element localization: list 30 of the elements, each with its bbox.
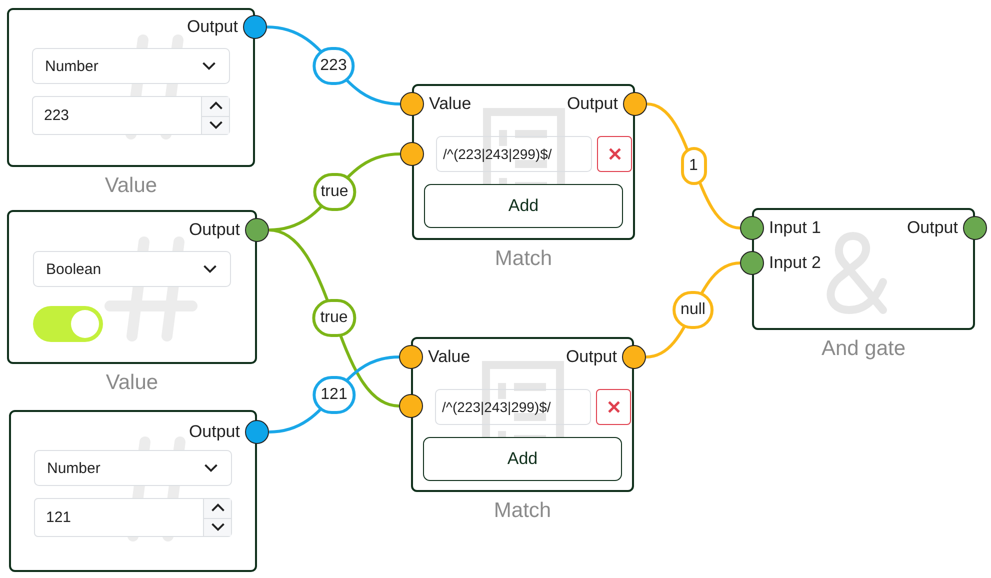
dropdown-select: Number <box>32 48 230 84</box>
add-button: Add <box>424 184 623 228</box>
node-caption: Value <box>104 174 158 198</box>
port-label: Value <box>428 347 470 367</box>
port-label: Output <box>906 218 958 238</box>
edge-label: 1 <box>680 147 706 185</box>
port-label: Value <box>429 94 472 114</box>
edge-label: true <box>312 173 356 211</box>
node-caption: And gate <box>821 337 906 361</box>
input-field: /^(223|243|299)$/ <box>436 136 592 172</box>
node-caption: Value <box>106 371 158 395</box>
port-label: Output <box>566 94 618 114</box>
node-caption: Match <box>494 499 552 523</box>
port-label: Output <box>188 220 240 240</box>
number-field: 223 <box>32 96 230 135</box>
number-field: 121 <box>34 498 232 537</box>
edge-label: 223 <box>312 46 355 84</box>
input-field: /^(223|243|299)$/ <box>435 389 591 425</box>
edge-label: true <box>312 299 356 337</box>
node-caption: Match <box>494 247 552 271</box>
dropdown-select: Boolean <box>33 251 231 287</box>
port-label: Output <box>188 422 240 442</box>
port-label: Output <box>566 347 617 367</box>
port-label: Input 1 <box>769 218 821 238</box>
edge-label: null <box>672 291 714 329</box>
dropdown-select: Number <box>34 450 232 486</box>
add-button: Add <box>423 437 622 481</box>
port-label: Input 2 <box>769 253 821 273</box>
port-label: Output <box>186 17 238 37</box>
edge-label: 121 <box>312 376 356 414</box>
